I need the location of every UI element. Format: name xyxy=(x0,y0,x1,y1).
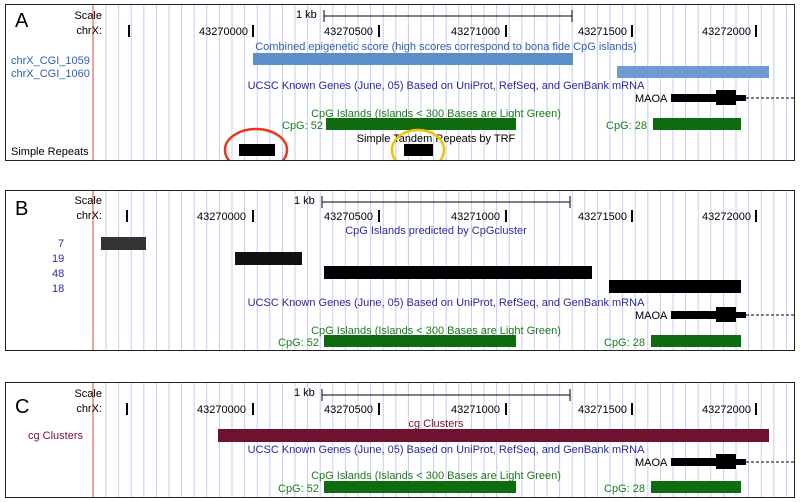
cg-cluster-bar[interactable] xyxy=(218,429,769,442)
panel-b-letter: B xyxy=(15,198,29,220)
chrom-label: chrX: xyxy=(76,210,102,222)
position-0: 43270000 xyxy=(197,404,246,416)
scale-label: Scale xyxy=(74,388,102,400)
epi-bar-1059[interactable] xyxy=(253,53,573,65)
position-3: 43271500 xyxy=(578,404,627,416)
position-2: 43271000 xyxy=(451,26,500,38)
cluster-label-7: 7 xyxy=(58,238,65,250)
known-genes-title: UCSC Known Genes (June, 05) Based on Uni… xyxy=(247,80,645,92)
cluster-track-title: CpG Islands predicted by CpGcluster xyxy=(345,225,527,237)
position-4: 43272000 xyxy=(702,26,751,38)
panel-a: A Scale chrX: 1 kb 43270000 43270500 432… xyxy=(5,4,795,161)
cpg-right-label: CpG: 28 xyxy=(604,337,645,349)
scale-label: Scale xyxy=(74,10,102,22)
cpg-track-title: CpG Islands (Islands < 300 Bases are Lig… xyxy=(311,325,561,337)
epi-track-title: Combined epigenetic score (high scores c… xyxy=(255,41,637,53)
scale-bar-label: 1 kb xyxy=(296,9,317,21)
cpg-right-label: CpG: 28 xyxy=(604,483,645,495)
highlight-yellow-circle xyxy=(390,128,446,160)
repeat-bar-2[interactable] xyxy=(404,144,433,156)
cpg-bar-left[interactable] xyxy=(324,335,516,347)
cluster-bar-48[interactable] xyxy=(324,266,592,279)
scale-bar xyxy=(323,10,573,22)
panel-c: C Scale chrX: 1 kb 43270000 43270500 432… xyxy=(5,382,795,498)
scale-bar xyxy=(321,196,571,208)
scale-bar xyxy=(321,389,571,401)
position-4: 43272000 xyxy=(702,211,751,223)
cpg-bar-right[interactable] xyxy=(651,335,741,347)
panel-a-letter: A xyxy=(15,10,29,32)
cluster-label-19: 19 xyxy=(52,253,65,265)
cpg-left-label: CpG: 52 xyxy=(278,483,319,495)
position-1: 43270500 xyxy=(324,404,373,416)
panel-c-letter: C xyxy=(15,396,30,418)
panel-b: B Scale chrX: 1 kb 43270000 43270500 432… xyxy=(5,190,795,351)
cg-clusters-label: cg Clusters xyxy=(28,430,84,442)
cluster-bar-18[interactable] xyxy=(609,280,741,293)
position-ticks xyxy=(126,403,757,415)
cpg-right-label: CpG: 28 xyxy=(606,120,647,132)
position-1: 43270500 xyxy=(324,26,373,38)
position-4: 43272000 xyxy=(702,404,751,416)
panel-a-grid xyxy=(92,5,787,160)
highlight-circles xyxy=(223,127,446,160)
position-3: 43271500 xyxy=(578,26,627,38)
position-0: 43270000 xyxy=(199,26,248,38)
position-2: 43271000 xyxy=(451,211,500,223)
scale-bar-label: 1 kb xyxy=(294,195,315,207)
cpg-left-label: CpG: 52 xyxy=(282,120,323,132)
gene-model-maoa[interactable] xyxy=(6,5,795,161)
epi-label-1059: chrX_CGI_1059 xyxy=(11,55,90,67)
gene-model-maoa[interactable] xyxy=(6,383,795,498)
scale-bar-label: 1 kb xyxy=(294,387,315,399)
known-genes-title: UCSC Known Genes (June, 05) Based on Uni… xyxy=(247,444,645,456)
cluster-label-48: 48 xyxy=(52,268,65,280)
cpg-bar-right[interactable] xyxy=(651,481,741,493)
cpg-left-label: CpG: 52 xyxy=(278,337,319,349)
scale-label: Scale xyxy=(74,195,102,207)
gene-label-maoa: MAOA xyxy=(635,457,668,469)
cluster-bar-19[interactable] xyxy=(235,252,302,265)
repeat-bar-1[interactable] xyxy=(239,144,275,156)
cpg-bar-left[interactable] xyxy=(324,481,516,493)
repeats-track-title: Simple Tandem Repeats by TRF xyxy=(356,133,516,145)
highlight-red-circle xyxy=(223,127,289,160)
cg-track-title: cg Clusters xyxy=(408,418,464,430)
gene-label-maoa: MAOA xyxy=(635,310,668,322)
cpg-track-title: CpG Islands (Islands < 300 Bases are Lig… xyxy=(311,108,561,120)
position-1: 43270500 xyxy=(324,211,373,223)
position-2: 43271000 xyxy=(451,404,500,416)
chrom-label: chrX: xyxy=(76,25,102,37)
known-genes-title: UCSC Known Genes (June, 05) Based on Uni… xyxy=(247,297,645,309)
cpg-track-title: CpG Islands (Islands < 300 Bases are Lig… xyxy=(311,470,561,482)
cluster-label-18: 18 xyxy=(52,283,65,295)
gene-model-maoa[interactable] xyxy=(6,191,795,351)
cpg-bar-right[interactable] xyxy=(653,118,741,130)
position-ticks xyxy=(126,210,757,222)
epi-label-1060: chrX_CGI_1060 xyxy=(11,68,90,80)
repeats-label: Simple Repeats xyxy=(11,146,89,158)
position-0: 43270000 xyxy=(197,211,246,223)
cluster-bar-7[interactable] xyxy=(101,237,146,250)
gene-label-maoa: MAOA xyxy=(635,93,668,105)
chrom-label: chrX: xyxy=(76,403,102,415)
cpg-bar-left[interactable] xyxy=(326,118,516,130)
epi-bar-1060[interactable] xyxy=(617,66,769,78)
position-3: 43271500 xyxy=(578,211,627,223)
position-ticks xyxy=(128,25,757,37)
